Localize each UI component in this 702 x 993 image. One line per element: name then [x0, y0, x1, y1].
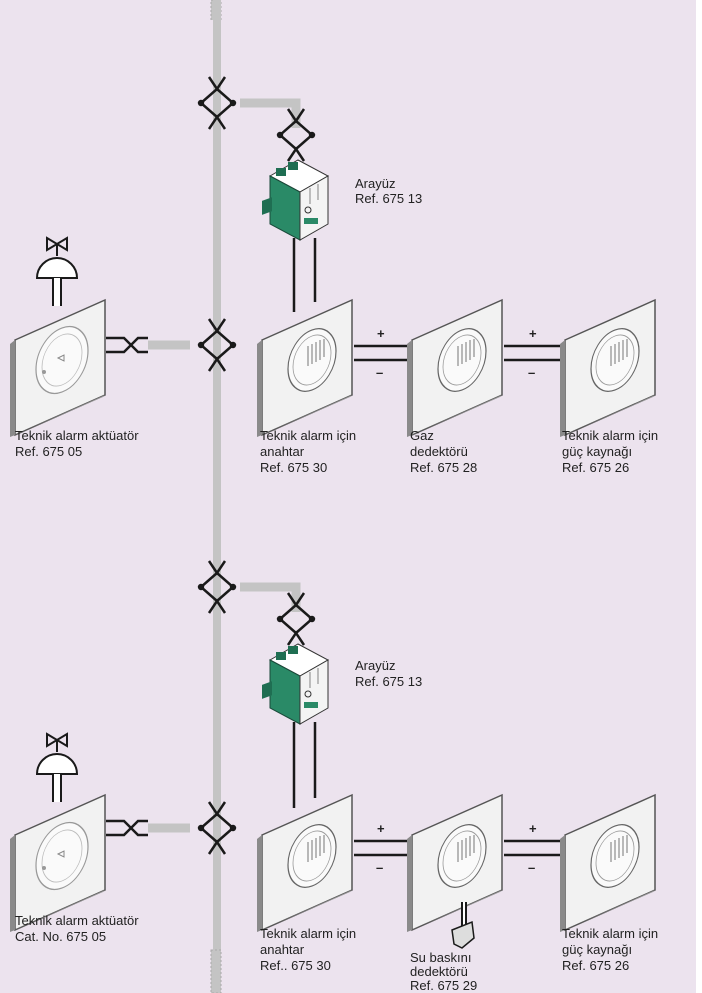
actuator-wire-twist [106, 819, 148, 837]
power-supply-label-2: güç kaynağı [562, 942, 632, 957]
power-supply-label: Teknik alarm için [562, 926, 658, 941]
bottom-section: Arayüz Ref. 675 13 Teknik alarm aktüatör… [9, 559, 658, 993]
power-supply-label-2: güç kaynağı [562, 444, 632, 459]
minus-sign: – [528, 860, 535, 875]
flood-detector-label: Su baskını [410, 950, 471, 965]
interface-label: Arayüz [355, 658, 395, 673]
interface-ref: Ref. 675 13 [355, 191, 422, 206]
flood-detector-label-2: dedektörü [410, 964, 468, 979]
switch-label: Teknik alarm için [260, 926, 356, 941]
interface-ref: Ref. 675 13 [355, 674, 422, 689]
plus-sign: + [377, 821, 385, 836]
plus-sign: + [529, 326, 537, 341]
switch-label: Teknik alarm için [260, 428, 356, 443]
actuator-wire-twist [106, 336, 148, 354]
plus-sign: + [377, 326, 385, 341]
actuator-label: Teknik alarm aktüatör [15, 428, 139, 443]
minus-sign: – [528, 365, 535, 380]
switch-label-2: anahtar [260, 444, 305, 459]
power-supply-ref: Ref. 675 26 [562, 460, 629, 475]
plus-sign: + [529, 821, 537, 836]
top-section: Arayüz Ref. 675 13 Teknik alarm aktüatör… [9, 75, 658, 475]
minus-sign: – [376, 365, 383, 380]
gas-detector-ref: Ref. 675 28 [410, 460, 477, 475]
gas-detector-label-2: dedektörü [410, 444, 468, 459]
main-bus [210, 0, 222, 993]
interface-label: Arayüz [355, 176, 395, 191]
switch-label-2: anahtar [260, 942, 305, 957]
switch-ref: Ref.. 675 30 [260, 958, 331, 973]
power-supply-label: Teknik alarm için [562, 428, 658, 443]
actuator-ref: Ref. 675 05 [15, 444, 82, 459]
actuator-ref: Cat. No. 675 05 [15, 929, 106, 944]
flood-probe-icon [451, 902, 475, 949]
minus-sign: – [376, 860, 383, 875]
flood-detector-ref: Ref. 675 29 [410, 978, 477, 993]
gas-detector-label: Gaz [410, 428, 434, 443]
actuator-label: Teknik alarm aktüatör [15, 913, 139, 928]
switch-ref: Ref. 675 30 [260, 460, 327, 475]
power-supply-ref: Ref. 675 26 [562, 958, 629, 973]
